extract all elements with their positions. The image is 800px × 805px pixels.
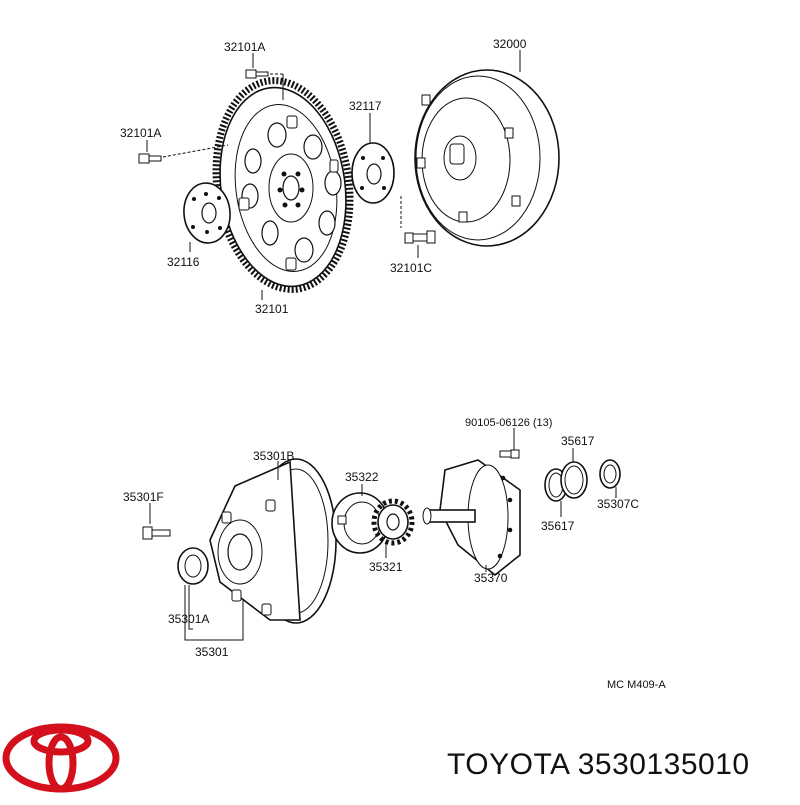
bolt-32101A-top bbox=[245, 69, 284, 100]
seal-ring-35307C bbox=[599, 459, 621, 489]
label-90105: 90105-06126 (13) bbox=[465, 417, 552, 429]
label-35617-bottom: 35617 bbox=[541, 519, 575, 533]
label-32116: 32116 bbox=[167, 255, 200, 269]
driven-gear-35322 bbox=[331, 492, 389, 554]
bolt-35301F bbox=[142, 526, 171, 540]
brand-part-number: TOYOTA 3530135010 bbox=[447, 748, 750, 781]
label-32101C: 32101C bbox=[390, 261, 432, 275]
label-32101A-top: 32101A bbox=[224, 40, 265, 54]
toyota-logo-icon bbox=[2, 723, 120, 793]
torque-converter-32000 bbox=[414, 69, 560, 247]
leader-35301A bbox=[188, 585, 193, 630]
seal-ring-35617-b bbox=[560, 461, 588, 499]
drive-gear-35321 bbox=[371, 498, 415, 546]
label-35301A: 35301A bbox=[168, 612, 209, 626]
label-32000: 32000 bbox=[493, 37, 527, 51]
reference-code: MC M409-A bbox=[607, 679, 666, 691]
label-32101A-left: 32101A bbox=[120, 126, 161, 140]
label-32117: 32117 bbox=[349, 99, 382, 113]
drive-plate-32101 bbox=[212, 77, 354, 293]
label-35301F: 35301F bbox=[123, 490, 164, 504]
bolt-32101C bbox=[400, 196, 436, 244]
label-35301: 35301 bbox=[195, 645, 229, 659]
bolt-90105 bbox=[499, 449, 520, 459]
label-35322: 35322 bbox=[345, 470, 379, 484]
pump-body-35301 bbox=[209, 458, 337, 624]
plate-32117 bbox=[351, 142, 395, 204]
label-35307C: 35307C bbox=[597, 497, 639, 511]
label-35321: 35321 bbox=[369, 560, 403, 574]
stator-shaft-35370 bbox=[422, 459, 521, 577]
label-32101: 32101 bbox=[255, 302, 289, 316]
label-35370: 35370 bbox=[474, 571, 508, 585]
bolt-32101A-left bbox=[138, 144, 229, 164]
leader-35301 bbox=[184, 585, 244, 641]
seal-35301A bbox=[177, 547, 209, 585]
plate-32116 bbox=[183, 182, 231, 244]
label-35301B: 35301B bbox=[253, 449, 294, 463]
label-35617-top: 35617 bbox=[561, 434, 595, 448]
